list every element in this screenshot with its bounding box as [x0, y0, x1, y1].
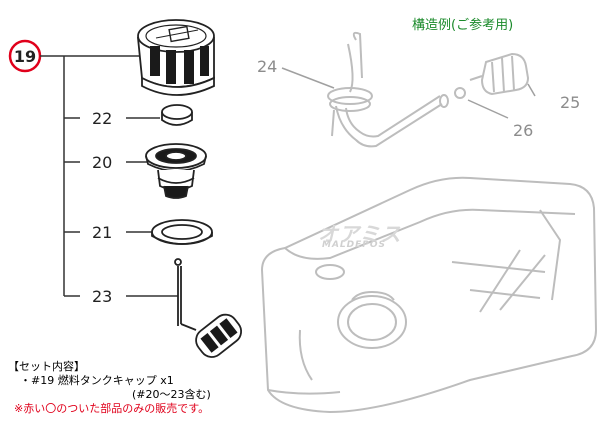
watermark-logo: オアミス [318, 222, 402, 246]
watermark-text: MALDEPOS [322, 240, 387, 250]
callout-21: 21 [92, 223, 112, 242]
fuel-filter-illustration [469, 52, 530, 96]
bracket-lines [40, 55, 178, 297]
callout-26: 26 [513, 121, 533, 140]
diagram-title: 構造例(ご参考用) [412, 18, 514, 33]
fuel-tank-cap-part [137, 19, 215, 96]
callout-24: 24 [257, 57, 277, 76]
set-contents-heading: 【セット内容】 [8, 360, 85, 373]
callout-22: 22 [92, 109, 112, 128]
hose-clip-illustration [454, 87, 466, 99]
callout-20: 20 [92, 153, 112, 172]
fuel-pipe-illustration [327, 31, 449, 148]
cap-holder-part [145, 143, 207, 199]
callout-25: 25 [560, 93, 580, 112]
plug-part [161, 104, 193, 126]
set-contents-includes: (#20～23含む) [132, 388, 211, 401]
fuel-strainer-part [174, 258, 243, 358]
ghost-leader-lines [281, 67, 536, 119]
gasket-part [151, 219, 213, 245]
callout-23: 23 [92, 287, 112, 306]
sale-notice: ※赤い〇のついた部品のみの販売です。 [14, 402, 210, 415]
set-contents-item: ・#19 燃料タンクキャップ x1 [20, 374, 174, 387]
callout-19: 19 [14, 47, 36, 66]
fuel-tank-illustration [260, 176, 598, 414]
